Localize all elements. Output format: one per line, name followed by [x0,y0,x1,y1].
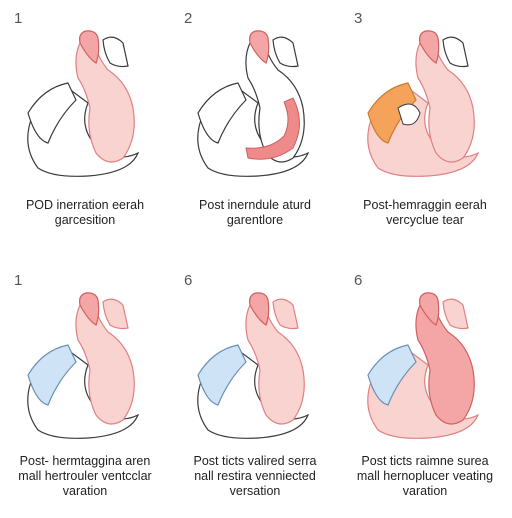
panel-3: 3 Post-hemraggin eerah vercyclue tear [340,0,510,256]
panel-6: 6 Post ticts raimne surea mall hernopluc… [340,262,510,518]
panel-4: 1 Post- hermtaggina aren mall hertrouler… [0,262,170,518]
panel-1: 1 POD inerration eerah garcesition [0,0,170,256]
panel-caption: Post- hermtaggina aren mall hertrouler v… [0,454,170,499]
panel-number: 1 [14,10,23,27]
caption-line: Post- hermtaggina aren [19,454,151,468]
panel-caption: Post ticts valired serra nall restira ve… [170,454,340,499]
panel-5: 6 Post ticts valired serra nall restira … [170,262,340,518]
caption-line: vercyclue tear [386,213,464,227]
panel-number: 1 [14,272,23,289]
heart-illustration [197,30,310,177]
caption-line: POD inerration eerah [25,198,145,212]
caption-line: nall restira venniected [194,469,316,483]
caption-line: mall hernoplucer veating [356,469,494,483]
heart-illustration [27,30,140,177]
caption-line: Post ticts raimne surea [361,454,489,468]
caption-line: varation [402,484,448,498]
caption-line: versation [229,484,281,498]
panel-caption: Post inerndule aturd garentlore [170,198,340,228]
caption-line: Post ticts valired serra [193,454,317,468]
heart-illustration [27,292,140,439]
panel-2: 2 Post inerndule aturd garentlore [170,0,340,256]
panel-number: 6 [184,272,193,289]
panel-number: 3 [354,10,363,27]
caption-line: garcesition [54,213,116,227]
panel-caption: Post-hemraggin eerah vercyclue tear [340,198,510,228]
caption-line: garentlore [226,213,284,227]
caption-line: varation [62,484,108,498]
caption-line: Post inerndule aturd [199,198,311,212]
caption-line: Post-hemraggin eerah [363,198,487,212]
caption-line: mall hertrouler ventcclar [18,469,152,483]
panel-caption: POD inerration eerah garcesition [0,198,170,228]
panel-caption: Post ticts raimne surea mall hernoplucer… [340,454,510,499]
panel-number: 2 [184,10,193,27]
heart-illustration [367,30,480,177]
heart-illustration [367,292,480,439]
panel-number: 6 [354,272,363,289]
heart-illustration [197,292,310,439]
